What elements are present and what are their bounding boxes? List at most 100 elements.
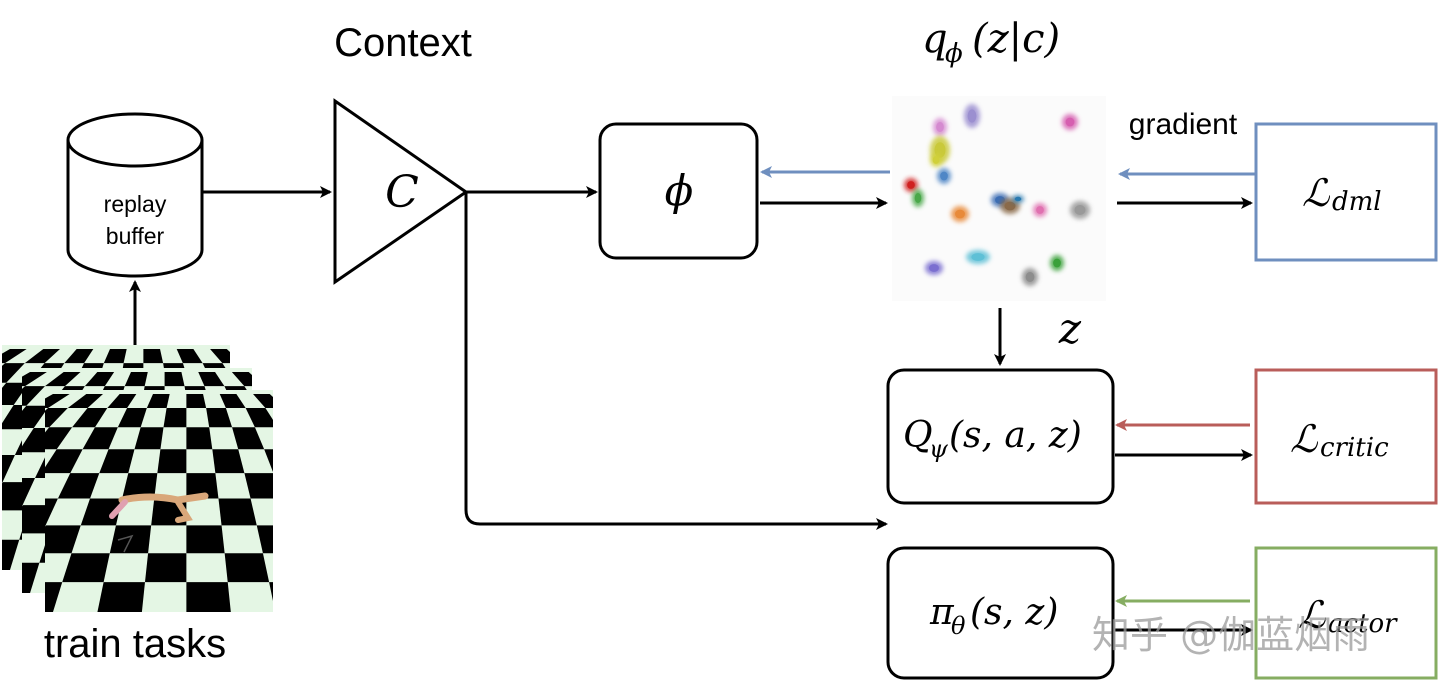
- latent-cluster-core: [1036, 206, 1044, 214]
- checker-tile: [45, 394, 70, 408]
- checker-tile: [64, 349, 94, 364]
- checker-tile: [107, 394, 137, 408]
- checker-tile: [398, 525, 455, 553]
- latent-cluster-plot: [892, 96, 1106, 301]
- checker-tile: [475, 499, 538, 526]
- policy-subscript: θ: [951, 612, 966, 640]
- checker-tile: [134, 427, 164, 450]
- checker-tile: [22, 405, 50, 428]
- checker-tile: [117, 407, 147, 428]
- checker-tile: [45, 582, 63, 612]
- checker-tile: [332, 563, 389, 593]
- checker-tile: [45, 449, 83, 474]
- checker-tile: [97, 582, 145, 612]
- critic-args: (s, a, z): [949, 415, 1082, 456]
- latent-cluster-core: [967, 109, 977, 123]
- checker-tile: [474, 540, 543, 570]
- checker-tile: [103, 349, 127, 364]
- checker-tile: [273, 405, 317, 429]
- checker-tile: [278, 427, 316, 449]
- loss-dml-subscript: dml: [1332, 187, 1382, 217]
- checker-tile: [124, 372, 148, 387]
- context-title: Context: [334, 21, 472, 65]
- checker-tile: [355, 482, 412, 510]
- checker-tile: [231, 372, 252, 387]
- checker-tile: [45, 407, 68, 428]
- checker-tile: [198, 372, 225, 387]
- checker-tile: [301, 553, 352, 582]
- checker-tile: [266, 372, 305, 386]
- policy-func: π: [929, 592, 955, 633]
- checker-tile: [164, 372, 185, 387]
- checker-tile: [84, 372, 115, 387]
- gradient-label: gradient: [1129, 108, 1238, 141]
- arrow-context-to-policy: [464, 192, 888, 530]
- checker-tile: [280, 533, 331, 562]
- policy-label: π θ (s, z): [929, 592, 1058, 640]
- checker-tile: [99, 449, 135, 474]
- policy-args: (s, z): [970, 592, 1058, 633]
- checker-tile: [186, 582, 231, 612]
- checker-tile: [449, 505, 513, 533]
- replay-buffer-label-2: buffer: [106, 223, 165, 249]
- checker-tile: [317, 429, 368, 455]
- checker-tile: [302, 473, 346, 498]
- checker-tile: [435, 582, 498, 612]
- checker-tile: [391, 478, 448, 505]
- checker-tile: [295, 428, 340, 452]
- checker-tile: [186, 427, 213, 450]
- checker-tile: [335, 510, 392, 539]
- loss-dml-symbol: ℒ: [1302, 171, 1331, 215]
- checker-tile: [244, 473, 273, 499]
- train-tasks-label: train tasks: [44, 622, 226, 666]
- cylinder-top: [66, 112, 204, 168]
- critic-func: Q: [903, 415, 933, 456]
- checker-tile: [369, 427, 420, 449]
- checker-tile: [45, 525, 81, 554]
- critic-label: Q ψ (s, a, z): [903, 415, 1082, 463]
- z-label: z: [1058, 304, 1082, 353]
- checker-tile: [157, 449, 187, 474]
- task-frame-front: [45, 390, 538, 612]
- checker-tile: [411, 499, 468, 526]
- latent-cluster-core: [1065, 117, 1075, 127]
- latent-cluster-core: [914, 193, 922, 203]
- checker-tile: [264, 449, 273, 473]
- checker-tile: [210, 349, 230, 364]
- checker-tile: [212, 449, 245, 474]
- checker-tile: [269, 582, 273, 601]
- loss-dml-box: [1254, 122, 1438, 262]
- latent-cluster-core: [1004, 201, 1016, 211]
- latent-cluster-core: [955, 209, 965, 219]
- train-tasks-image: [2, 345, 543, 612]
- checker-tile: [22, 562, 40, 593]
- checker-tile: [206, 407, 233, 428]
- checker-tile: [411, 510, 474, 539]
- checker-tile: [2, 363, 25, 383]
- checker-tile: [348, 428, 399, 452]
- checker-tile: [282, 452, 327, 478]
- checker-tile: [144, 553, 187, 583]
- checker-tile: [2, 539, 20, 570]
- loss-actor-box: [1254, 546, 1438, 680]
- checker-tile: [245, 407, 273, 428]
- checker-tile: [400, 428, 457, 452]
- checker-tile: [468, 525, 531, 553]
- checker-tile: [143, 349, 164, 364]
- checker-tile: [253, 394, 273, 408]
- loss-critic-symbol: ℒ: [1290, 417, 1319, 461]
- posterior-q: q: [922, 16, 948, 62]
- checker-tile: [22, 372, 47, 387]
- loss-critic-box: [1254, 368, 1438, 505]
- checker-tile: [432, 455, 495, 482]
- checker-tile: [146, 394, 170, 408]
- checker-tile: [377, 405, 434, 429]
- checker-tile: [67, 394, 103, 408]
- latent-cluster-core: [1025, 272, 1035, 282]
- checker-tile: [122, 473, 158, 499]
- checker-tile: [62, 553, 110, 583]
- checker-tile: [186, 525, 225, 554]
- checker-tile: [303, 406, 348, 428]
- checker-tile: [219, 394, 246, 408]
- checker-tile: [57, 473, 100, 499]
